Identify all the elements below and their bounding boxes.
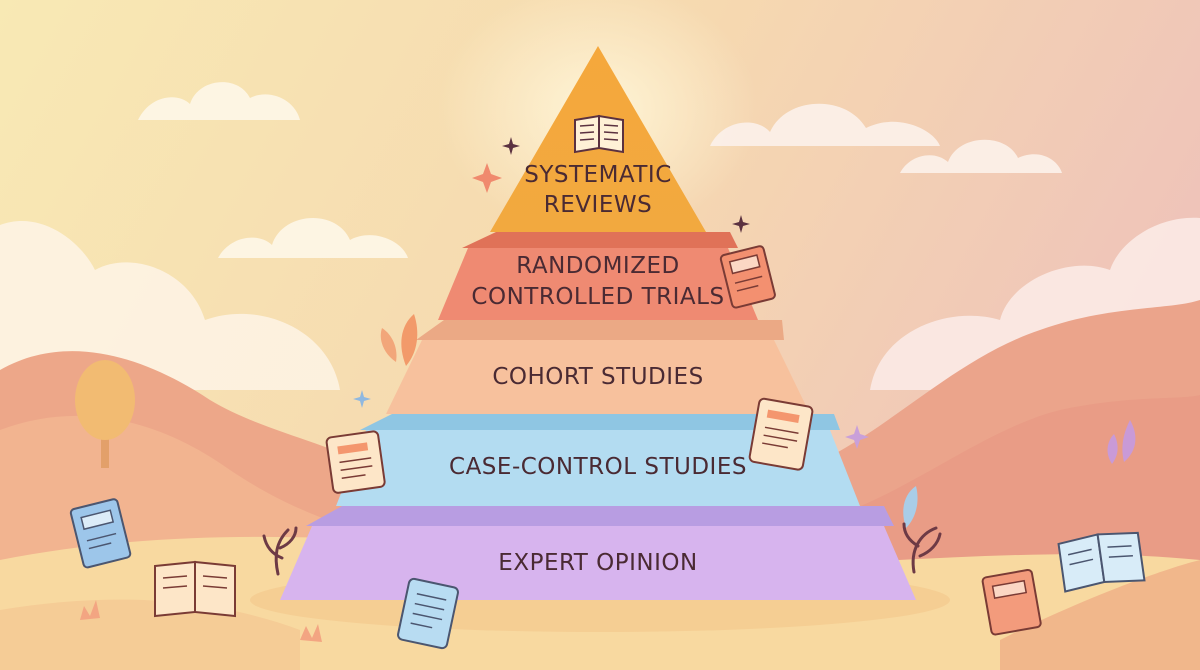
tier-label: REVIEWS: [544, 192, 652, 218]
book-icon: [69, 498, 132, 569]
sparkle-icon: [502, 137, 520, 155]
plant-icon: [80, 600, 322, 642]
tier-ledge: [360, 414, 840, 430]
tier-shape: [438, 248, 758, 320]
plant-icon: [1107, 420, 1136, 464]
ground-front-left: [0, 599, 300, 670]
sparkle-icon: [732, 215, 750, 233]
pyramid-tier-5: EXPERT OPINION: [280, 506, 916, 600]
scroll-icon: [397, 577, 459, 650]
evidence-pyramid: SYSTEMATIC REVIEWS RANDOMIZED CONTROLLED TR…: [280, 46, 916, 600]
tree-icon: [75, 360, 135, 468]
cloud-icon: [138, 82, 300, 120]
tier-label: CONTROLLED TRIALS: [471, 284, 724, 310]
tier-ledge: [306, 506, 894, 526]
tier-shape: [280, 526, 916, 600]
plant-icon: [262, 526, 298, 576]
leaf-icon: [902, 486, 942, 574]
sparkle-icon: [845, 425, 869, 449]
book-icon: [719, 245, 776, 309]
sparkle-icon: [353, 390, 371, 408]
tier-label: RANDOMIZED: [516, 253, 679, 279]
open-book-icon: [574, 114, 624, 154]
pyramid-tier-2: RANDOMIZED CONTROLLED TRIALS: [438, 232, 758, 320]
tier-shape: [386, 340, 810, 414]
tier-shape: [336, 430, 860, 506]
cloud-icon: [0, 221, 340, 390]
open-book-icon: [1057, 531, 1146, 593]
tier-ledge: [462, 232, 738, 248]
tier-label: EXPERT OPINION: [498, 550, 697, 576]
cloud-icon: [218, 218, 408, 258]
leaf-icon: [380, 314, 418, 366]
ground-front-right: [1000, 560, 1200, 670]
book-icon: [981, 568, 1042, 636]
sparkle-icon: [472, 163, 502, 193]
pyramid-tier-4: CASE-CONTROL STUDIES: [336, 414, 860, 506]
cloud-icon: [710, 103, 940, 146]
tier-label: COHORT STUDIES: [492, 364, 703, 390]
tier-ledge: [416, 320, 784, 340]
pyramid-tier-3: COHORT STUDIES: [386, 320, 810, 414]
open-book-icon: [154, 560, 236, 618]
cloud-icon: [900, 139, 1062, 173]
tier-label: CASE-CONTROL STUDIES: [449, 454, 747, 480]
scroll-icon: [748, 397, 814, 471]
tier-label: SYSTEMATIC: [524, 162, 672, 188]
scroll-icon: [325, 430, 386, 494]
